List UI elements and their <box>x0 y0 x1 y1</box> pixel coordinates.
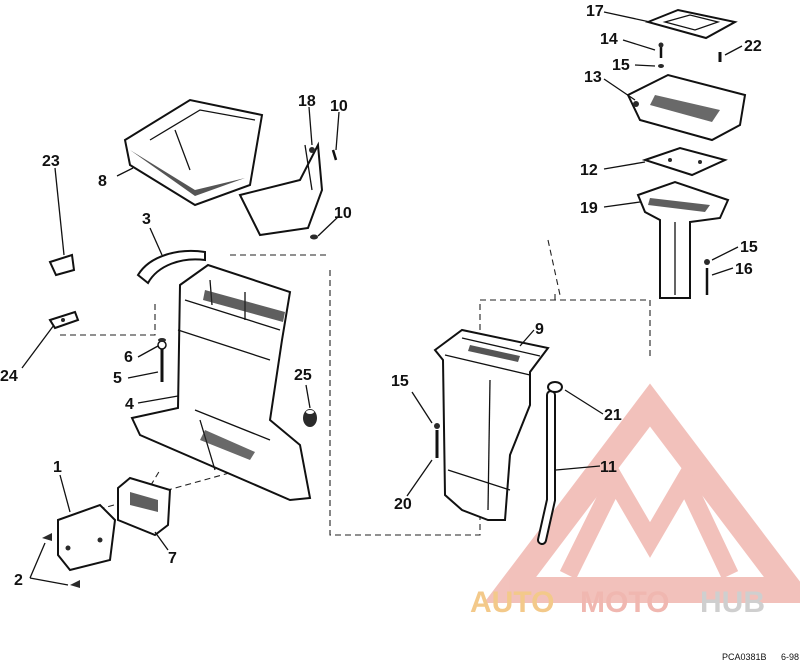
reference-code: PCA0381B <box>722 652 767 662</box>
part-16-bolt <box>704 259 710 295</box>
part-13-adapter <box>626 73 747 142</box>
callout-7: 7 <box>168 550 177 567</box>
callout-12: 12 <box>580 162 598 179</box>
part-15-washer-top <box>658 64 664 68</box>
callout-10-lower: 10 <box>334 205 352 222</box>
callout-8: 8 <box>98 173 107 190</box>
callout-10-top: 10 <box>330 98 348 115</box>
callout-23: 23 <box>42 153 60 170</box>
callout-16: 16 <box>735 261 753 278</box>
part-25-grommet <box>303 409 317 427</box>
part-4-exhaust-housing <box>130 263 312 502</box>
callout-17: 17 <box>586 3 604 20</box>
part-20-bolt <box>434 423 440 458</box>
callout-15-right: 15 <box>740 239 758 256</box>
callout-15-mid: 15 <box>391 373 409 390</box>
part-19-adapter <box>636 180 730 299</box>
part-9-exhaust-tube <box>433 328 550 521</box>
callout-2: 2 <box>14 572 23 589</box>
callout-4: 4 <box>125 396 134 413</box>
part-21-grommet <box>547 381 563 393</box>
callout-18: 18 <box>298 93 316 110</box>
watermark-hub: HUB <box>700 586 765 619</box>
part-14-screw <box>658 42 664 58</box>
part-17-gasket <box>644 8 738 40</box>
part-11-water-tube <box>537 390 556 545</box>
leader-lines <box>21 11 743 586</box>
watermark-logo <box>483 383 800 603</box>
part-8-cover <box>123 98 264 207</box>
part-2-screws <box>42 533 80 588</box>
callout-13: 13 <box>584 69 602 86</box>
callout-24: 24 <box>0 368 18 385</box>
part-12-gasket <box>641 146 728 177</box>
callout-20: 20 <box>394 496 412 513</box>
footer-reference: PCA0381B 6-98 <box>722 652 799 662</box>
callout-3: 3 <box>142 211 151 228</box>
watermark-moto: MOTO <box>580 586 669 619</box>
watermark-auto: AUTO <box>470 586 554 619</box>
callout-labels: 17 14 15 22 13 12 19 15 16 18 10 10 8 3 … <box>0 3 762 589</box>
callout-9: 9 <box>535 321 544 338</box>
part-18-bracket <box>238 141 324 237</box>
part-10-screws <box>310 149 338 240</box>
watermark-text: AUTO MOTO HUB <box>470 586 765 619</box>
callout-19: 19 <box>580 200 598 217</box>
callout-21: 21 <box>604 407 622 424</box>
callout-6: 6 <box>124 349 133 366</box>
callout-11: 11 <box>600 459 617 476</box>
part-1-plate <box>57 503 117 572</box>
part-23-clip <box>48 253 76 277</box>
callout-5: 5 <box>113 370 122 387</box>
part-3-seal <box>136 249 206 285</box>
part-7-block <box>117 476 172 537</box>
part-5-bolt <box>157 338 167 382</box>
callout-22: 22 <box>744 38 762 55</box>
callout-14: 14 <box>600 31 618 48</box>
callout-15-top: 15 <box>612 57 630 74</box>
callout-1: 1 <box>53 459 62 476</box>
reference-date: 6-98 <box>781 652 799 662</box>
callout-25: 25 <box>294 367 312 384</box>
